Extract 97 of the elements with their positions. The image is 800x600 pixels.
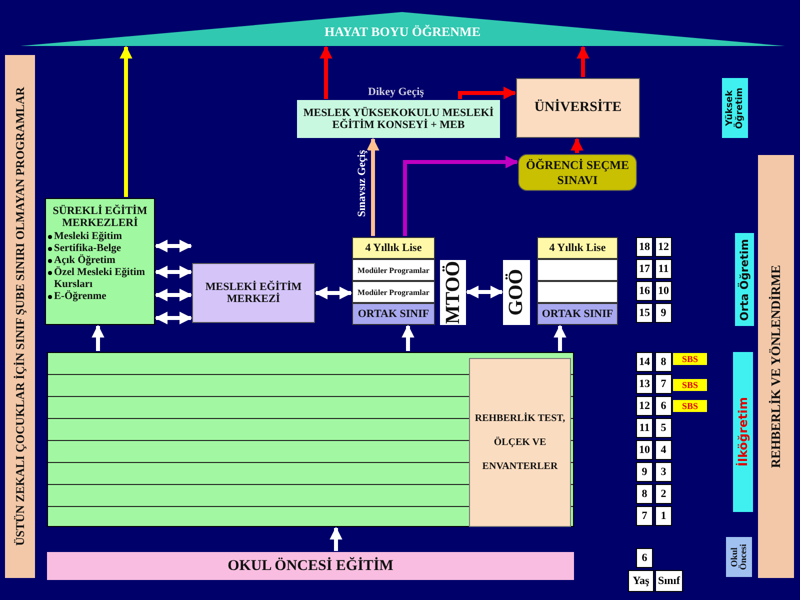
- list-item: Açık Öğretim: [54, 255, 116, 266]
- arrow: [154, 288, 192, 302]
- table-cell: Yaş: [628, 570, 654, 592]
- box-heading: SÜREKLİ EĞİTİM MERKEZLERİ: [52, 205, 148, 229]
- text-box: [673, 379, 707, 391]
- roof-banner: [20, 12, 785, 46]
- table-cell: 4: [655, 440, 672, 460]
- text-box: [673, 353, 707, 365]
- table-cell: 17: [636, 259, 653, 279]
- list-item: Mesleki Eğitim: [54, 231, 122, 243]
- list-item: Özel Mesleki Eğitim Kursları: [54, 267, 146, 290]
- table-cell: 6: [655, 396, 672, 416]
- box-label: MESLEK YÜKSEKOKULU MESLEKİ EĞİTİM KONSEYİ + MEB: [302, 107, 495, 131]
- school-column: [352, 237, 435, 325]
- table-cell: 9: [655, 303, 672, 323]
- table-cell: 10: [636, 440, 653, 460]
- vertical-title: İlköğretim: [736, 397, 750, 467]
- vertical-title: GOÖ: [505, 269, 528, 316]
- table-cell: 7: [655, 374, 672, 394]
- box-label: OKUL ÖNCESİ EĞİTİM: [228, 558, 394, 574]
- table-cell: 12: [655, 237, 672, 257]
- box-label: SBS: [682, 401, 698, 411]
- table-cell: 11: [636, 418, 653, 438]
- table-cell: ORTAK SINIF: [537, 303, 618, 325]
- arrow: [576, 46, 590, 77]
- vertical-title: ÜSTÜN ZEKALI ÇOCUKLAR İÇİN SINIF ŞUBE SINIRI OLMAYAN PROGRAMLAR: [12, 87, 28, 546]
- arrow: [366, 138, 380, 236]
- text-box: [469, 358, 571, 527]
- table-cell: 8: [655, 352, 672, 372]
- table-cell: 15: [636, 303, 653, 323]
- text-box: [47, 552, 574, 580]
- arrow: [458, 86, 516, 100]
- text-box: [673, 400, 707, 412]
- list-item: Sertifika-Belge: [54, 243, 122, 254]
- table-cell: 11: [655, 259, 672, 279]
- text-box: [518, 154, 637, 191]
- table-cell: 16: [636, 281, 653, 301]
- table-cell: 18: [636, 237, 653, 257]
- table-cell: ORTAK SINIF: [352, 303, 435, 325]
- side-band: [5, 55, 35, 578]
- list-box: [45, 198, 155, 325]
- vertical-title: MTOÖ: [442, 261, 464, 324]
- edge-label: Sınavsız Geçiş: [356, 150, 368, 217]
- arrow: [554, 324, 566, 351]
- arrow: [330, 526, 342, 551]
- text-box: [192, 263, 315, 323]
- box-label: MESLEKİ EĞİTİM MERKEZİ: [204, 281, 303, 305]
- vertical-label-box: [735, 233, 754, 326]
- vertical-title: Orta Öğretim: [738, 238, 751, 320]
- box-label: ÜNİVERSİTE: [534, 100, 622, 116]
- side-band: [758, 155, 794, 578]
- table-cell: 14: [636, 352, 653, 372]
- table-cell: 12: [636, 396, 653, 416]
- list-item: E-Öğrenme: [54, 291, 106, 303]
- arrow: [403, 156, 518, 236]
- arrow: [402, 324, 414, 351]
- arrow: [92, 324, 104, 351]
- vertical-title: Yüksek Öğretim: [725, 86, 745, 131]
- table-cell: 1: [655, 506, 672, 526]
- table-cell: 9: [636, 462, 653, 482]
- arrow: [320, 46, 332, 99]
- vertical-label-box: [722, 78, 748, 138]
- vertical-title: REHBERLİK VE YÖNLENDİRME: [768, 265, 784, 468]
- arrow: [570, 138, 584, 153]
- table-cell: 6: [636, 548, 653, 568]
- striped-grade-panel: [47, 352, 574, 527]
- vertical-label-box: [726, 537, 752, 577]
- box-label: REHBERLİK TEST, ÖLÇEK VE ENVANTERLER: [474, 412, 566, 474]
- arrow: [154, 266, 192, 278]
- box-label: ÖĞRENCİ SEÇME SINAVI: [524, 158, 630, 188]
- table-cell: 5: [655, 418, 672, 438]
- arrow: [466, 286, 504, 298]
- table-cell: 7: [636, 506, 653, 526]
- table-cell: 4 Yıllık Lise: [537, 237, 618, 259]
- box-label: SBS: [682, 380, 698, 390]
- table-cell: 8: [636, 484, 653, 504]
- arrow: [154, 312, 192, 324]
- vertical-label-box: [733, 352, 753, 512]
- arrow: [154, 240, 192, 252]
- table-cell: Modüler Programlar: [352, 281, 435, 303]
- table-cell: 3: [655, 462, 672, 482]
- table-cell: 13: [636, 374, 653, 394]
- text-box: [297, 100, 500, 138]
- arrow: [120, 46, 132, 197]
- school-column: [537, 237, 618, 325]
- table-cell: Sınıf: [655, 570, 683, 592]
- vertical-label-box: [503, 260, 530, 325]
- table-cell: 10: [655, 281, 672, 301]
- edge-label: Dikey Geçiş: [368, 86, 424, 98]
- arrow: [314, 286, 352, 300]
- table-cell: Modüler Programlar: [352, 259, 435, 281]
- vertical-title: Okul Öncesi: [730, 543, 748, 572]
- table-cell: 4 Yıllık Lise: [352, 237, 435, 259]
- banner-title: HAYAT BOYU ÖĞRENME: [324, 24, 481, 40]
- table-cell: 2: [655, 484, 672, 504]
- text-box: [516, 78, 640, 138]
- box-label: SBS: [682, 354, 698, 364]
